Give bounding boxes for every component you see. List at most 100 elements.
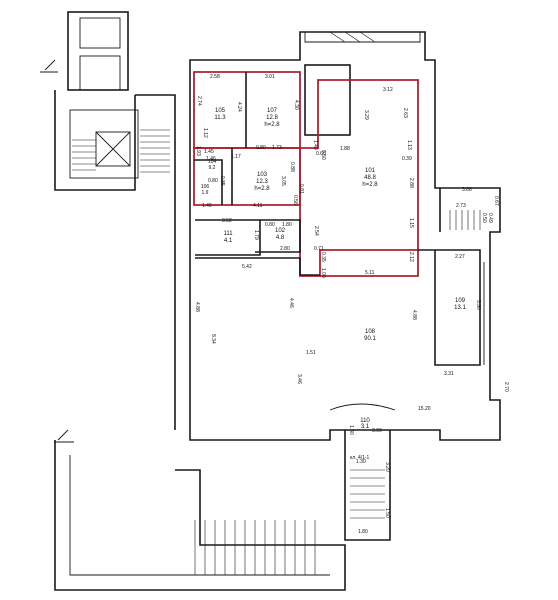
dim-2-88: 2.88 (408, 178, 414, 188)
room-111-walls (195, 219, 261, 256)
dim-0-50-b: 0.50 (481, 213, 487, 223)
break-mark-top (40, 59, 58, 73)
elevator-cross (95, 131, 131, 167)
room-104-number: 104 (208, 159, 217, 165)
porch-walls (344, 430, 391, 541)
dim-15-20: 15.20 (418, 406, 431, 412)
dim-3-52: 3.52 (222, 218, 232, 224)
dim-3-20: 3.20 (384, 462, 390, 472)
dim-8-34: 8.34 (210, 334, 216, 344)
stair-walls (54, 90, 176, 430)
dim-0-80-c: 0.80 (265, 222, 275, 228)
dim-3-29: 3.29 (363, 110, 369, 120)
dim-0-56: 0.56 (292, 195, 298, 205)
shaft-outline (67, 11, 129, 91)
dim-4-88-b: 4.88 (411, 310, 417, 320)
stair-label: кл. 4/1-1 (350, 455, 370, 461)
room-103-number: 103 (257, 172, 268, 178)
dim-2-74: 2.74 (196, 96, 202, 106)
outer-wall (189, 31, 501, 441)
dim-3-31: 3.31 (444, 371, 454, 377)
room-102-area: 4.8 (276, 235, 285, 241)
break-mark-bottom (54, 429, 74, 443)
dim-1-00: 1.00 (320, 268, 326, 278)
dim-3-66: 3.66 (462, 187, 472, 193)
room-107-area: 12.8 (266, 115, 278, 121)
room-103-area: 12.3 (256, 179, 268, 185)
room-101-number: 101 (365, 168, 376, 174)
room-105-number: 105 (215, 108, 226, 114)
dim-1-45-b: 1.45 (202, 203, 212, 209)
dim-1-17: 1.17 (231, 154, 241, 160)
dim-0-88: 0.88 (289, 162, 295, 172)
dim-2-54: 2.54 (313, 226, 319, 236)
dim-2-80: 2.80 (280, 246, 290, 252)
dim-2-58: 2.58 (210, 74, 220, 80)
dim-0-35: 0.35 (320, 252, 326, 262)
dim-0-50: 0.50 (320, 150, 326, 160)
room-109-area: 13.1 (454, 305, 466, 311)
room-109-number: 109 (455, 298, 466, 304)
elevator-box (95, 131, 131, 167)
porch-treads (350, 469, 385, 519)
top-stair-hatch (329, 31, 376, 43)
dim-2-70: 2.70 (503, 382, 509, 392)
left-staircase-block (40, 11, 176, 430)
room-109-window (479, 262, 485, 365)
top-stair-inner (304, 32, 421, 43)
lower-stair-outline (54, 440, 346, 591)
dim-1-73: 1.73 (272, 145, 282, 151)
porch (344, 430, 391, 541)
stair-well (69, 109, 139, 179)
entry-arc (329, 403, 396, 411)
right-stair-treads (449, 210, 481, 230)
room-labels: 105 11.3 107 12.8 h=2.8 103 12.3 h=2.8 1… (201, 108, 467, 461)
stair-treads-right (140, 129, 170, 173)
dim-4-24: 4.24 (236, 102, 242, 112)
lower-left-stair (54, 429, 346, 591)
room-110-area: 3.1 (361, 424, 370, 430)
room-106-area: 1.9 (202, 190, 209, 196)
dim-1-30: 1.30 (348, 425, 354, 435)
dim-3-01: 3.01 (265, 74, 275, 80)
dim-1-93: 1.93 (195, 146, 201, 156)
dim-1-51: 1.51 (306, 350, 316, 356)
dim-2-12: 2.12 (408, 252, 414, 262)
room-106-number: 106 (201, 184, 210, 190)
dim-4-88: 4.88 (194, 302, 200, 312)
room-111-area: 4.1 (224, 238, 233, 244)
shaft-lower (79, 55, 121, 91)
dim-4-30: 4.30 (293, 100, 299, 110)
dim-0-81: 0.81 (298, 184, 304, 194)
wall-104-106 (194, 159, 223, 205)
room-110-number: 110 (360, 418, 370, 424)
dim-3-90: 3.90 (372, 428, 382, 434)
dim-3-46: 3.46 (296, 374, 302, 384)
dim-4-46: 4.46 (288, 298, 294, 308)
top-shaft (304, 64, 351, 136)
dim-0-71: 0.71 (314, 246, 324, 252)
dim-5-90: 5.90 (475, 300, 481, 310)
dim-0-85: 0.85 (219, 176, 225, 186)
dim-1-49: 1.49 (312, 140, 318, 150)
dim-3-12: 3.12 (383, 87, 393, 93)
room-108-number: 108 (365, 329, 376, 335)
dim-0-80-b: 0.80 (208, 178, 218, 184)
room-103-height: h=2.8 (254, 186, 270, 192)
dim-0-67: 0.67 (493, 196, 499, 206)
red-rooms-105-107 (193, 71, 301, 149)
dim-2-27: 2.27 (455, 254, 465, 260)
lower-stair-inner (69, 455, 330, 576)
room-101-area: 48.8 (364, 175, 376, 181)
dim-0-80: 0.80 (256, 145, 266, 151)
lower-stair-treads (194, 520, 316, 575)
dim-3-05: 3.05 (280, 176, 286, 186)
dim-1-30-b: 1.30 (356, 459, 366, 465)
dim-1-88: 1.88 (340, 146, 350, 152)
highlighted-rooms (193, 71, 419, 277)
dimension-labels: 2.58 3.01 2.74 4.24 4.30 1.12 1.93 1.45 … (194, 74, 509, 535)
dim-5-42: 5.42 (242, 264, 252, 270)
stair-treads-left (72, 139, 96, 171)
dim-2-63: 2.63 (402, 108, 408, 118)
